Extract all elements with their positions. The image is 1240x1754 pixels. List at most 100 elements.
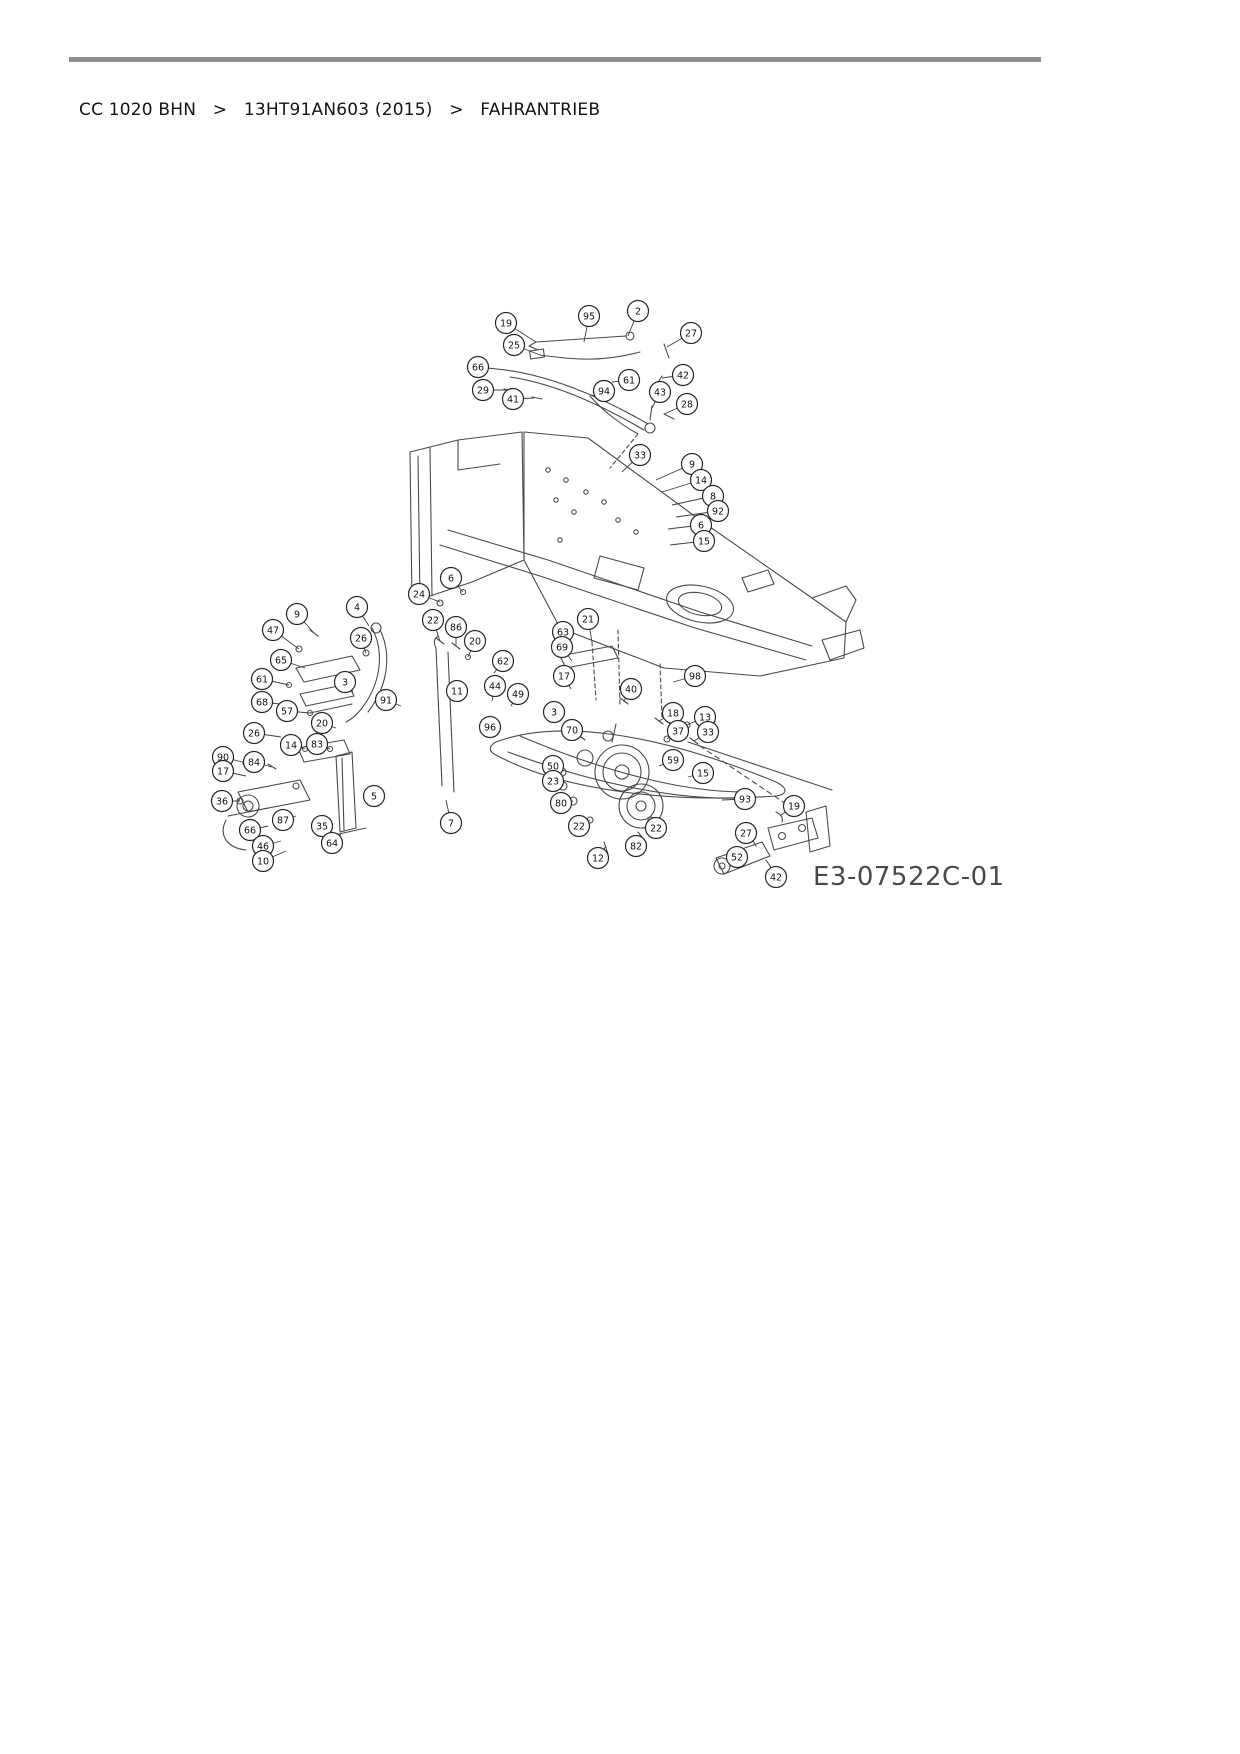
callout-83: 83 [305,732,331,756]
callout-49: 49 [506,682,530,707]
callout-9: 9 [285,602,315,634]
svg-text:86: 86 [450,622,462,633]
callout-19: 19 [780,794,806,818]
svg-text:59: 59 [667,755,679,766]
callout-95: 95 [577,304,601,343]
callout-87: 87 [271,808,297,832]
svg-text:66: 66 [472,362,484,373]
svg-text:41: 41 [507,394,519,405]
callout-61: 61 [611,368,641,392]
callout-20: 20 [310,711,337,735]
svg-text:20: 20 [469,636,481,647]
svg-text:83: 83 [311,739,323,750]
svg-text:46: 46 [257,841,269,852]
svg-text:14: 14 [285,740,297,751]
svg-text:9: 9 [294,609,300,620]
svg-text:66: 66 [244,825,256,836]
svg-text:82: 82 [630,841,642,852]
callout-3: 3 [333,670,357,694]
callout-6: 6 [439,566,464,593]
callout-66: 66 [466,355,507,379]
svg-text:61: 61 [256,674,268,685]
callout-42: 42 [661,363,695,387]
callout-5: 5 [362,784,386,808]
callout-64: 64 [320,831,344,855]
callout-15: 15 [687,761,715,785]
svg-text:35: 35 [316,821,328,832]
svg-text:61: 61 [623,375,635,386]
svg-text:22: 22 [573,821,585,832]
svg-text:17: 17 [558,671,570,682]
callout-25: 25 [502,333,541,357]
svg-text:22: 22 [427,615,439,626]
callout-33: 33 [621,443,652,473]
callout-21: 21 [576,607,600,643]
breadcrumb-item-section[interactable]: FAHRANTRIEB [480,100,601,120]
svg-text:10: 10 [257,856,269,867]
svg-text:64: 64 [326,838,338,849]
svg-text:63: 63 [557,627,569,638]
callout-66: 66 [238,818,269,842]
svg-text:26: 26 [248,728,260,739]
callout-27: 27 [666,321,703,348]
svg-text:62: 62 [497,656,509,667]
breadcrumb-item-model[interactable]: CC 1020 BHN [79,100,197,120]
svg-text:19: 19 [788,801,800,812]
svg-text:52: 52 [731,852,743,863]
callout-27: 27 [734,821,758,845]
breadcrumb-separator: > [449,100,464,120]
callout-47: 47 [261,618,300,650]
svg-text:57: 57 [281,706,293,717]
callout-22: 22 [567,814,591,838]
breadcrumb: CC 1020 BHN > 13HT91AN603 (2015) > FAHRA… [79,100,600,120]
svg-text:92: 92 [712,506,724,517]
callout-98: 98 [672,664,707,688]
svg-text:42: 42 [770,872,782,883]
svg-text:93: 93 [739,794,751,805]
callout-41: 41 [501,387,535,411]
svg-text:2: 2 [635,306,641,317]
svg-text:36: 36 [216,796,228,807]
svg-text:17: 17 [217,766,229,777]
svg-text:15: 15 [697,768,709,779]
callout-86: 86 [444,615,468,646]
callout-92: 92 [675,499,730,523]
callout-17: 17 [211,759,247,783]
svg-text:27: 27 [740,828,752,839]
callout-65: 65 [269,648,306,672]
svg-text:25: 25 [508,340,520,351]
svg-text:21: 21 [582,614,594,625]
svg-text:7: 7 [448,818,454,829]
svg-text:44: 44 [489,681,501,692]
svg-text:33: 33 [702,727,714,738]
svg-text:50: 50 [547,761,559,772]
callout-91: 91 [374,688,402,712]
svg-text:4: 4 [354,602,360,613]
callout-3: 3 [542,700,566,724]
svg-text:70: 70 [566,725,578,736]
svg-text:42: 42 [677,370,689,381]
callout-96: 96 [478,715,502,739]
svg-text:65: 65 [275,655,287,666]
svg-text:40: 40 [625,684,637,695]
svg-text:96: 96 [484,722,496,733]
exploded-drawing [222,331,865,875]
callout-14: 14 [661,468,713,493]
svg-text:43: 43 [654,387,666,398]
callout-37: 37 [666,719,690,743]
callout-17: 17 [552,664,576,690]
callout-36: 36 [210,789,240,813]
callout-9: 9 [655,452,704,481]
svg-text:95: 95 [583,311,595,322]
breadcrumb-item-serial[interactable]: 13HT91AN603 (2015) [243,100,433,120]
svg-text:90: 90 [217,752,229,763]
callout-14: 14 [279,733,306,757]
callout-59: 59 [658,748,685,772]
svg-text:49: 49 [512,689,524,700]
svg-text:68: 68 [256,697,268,708]
svg-text:27: 27 [685,328,697,339]
svg-text:91: 91 [380,695,392,706]
